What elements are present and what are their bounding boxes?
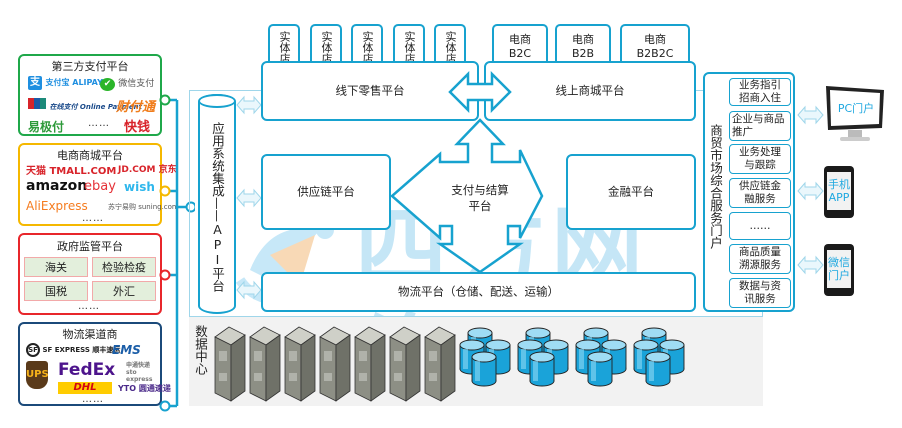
device-label: 微信门户 [828, 256, 850, 282]
gov-cell-customs: 海关 [24, 257, 88, 277]
server-icon [284, 326, 316, 402]
gov-cell-inspection: 检验检疫 [92, 257, 156, 277]
database-cluster [575, 327, 627, 387]
sto-logo: 申通快递 sto express [126, 362, 153, 383]
double-arrow-icon [236, 188, 262, 208]
service-item: 业务处理与跟踪 [729, 144, 791, 174]
database-icon [645, 351, 671, 387]
ems-logo: EMS [112, 343, 141, 357]
data-center-equipment [214, 326, 685, 402]
central-arrows [390, 70, 544, 274]
device-label: PC门户 [837, 102, 875, 115]
double-arrow-icon [797, 105, 824, 125]
database-icon [471, 351, 497, 387]
yto-logo: YTO 圆通速递 [118, 384, 171, 393]
double-arrow-icon [448, 70, 512, 114]
server-icon [214, 326, 246, 402]
unionpay-online-logo: 在线支付 Online Payment [28, 98, 142, 112]
more-dots: …… [88, 118, 110, 129]
wish-logo: wish [124, 180, 155, 194]
more-dots: …… [82, 394, 104, 405]
offline-retail-platform: 线下零售平台 [261, 61, 479, 121]
data-center-label: 数据中心 [193, 325, 208, 375]
database-cluster [517, 327, 569, 387]
wechat-portal-device: 微信门户 [824, 244, 854, 296]
panel-title: 电商商城平台 [57, 149, 123, 162]
server-icon [424, 326, 456, 402]
logistics-platform: 物流平台（仓储、配送、运输） [261, 272, 696, 312]
government-supervision-panel: 政府监管平台 海关 检验检疫 国税 外汇 …… [18, 233, 162, 315]
server-icon [354, 326, 386, 402]
panel-title: 第三方支付平台 [51, 60, 129, 73]
suning-logo: 苏宁易购 suning.com [108, 203, 179, 211]
amazon-logo: amazon [26, 178, 88, 194]
ecommerce-panel: 电商商城平台 天猫 TMALL.COM JD.COM 京东 amazon eba… [18, 143, 179, 226]
server-icon [249, 326, 281, 402]
database-cluster [633, 327, 685, 387]
server-icon [389, 326, 421, 402]
99bill-logo: 快钱 [124, 120, 151, 135]
monitor-icon [826, 86, 884, 141]
service-item: …… [729, 212, 791, 240]
service-item: 数据与资讯服务 [729, 278, 791, 308]
panel-title: 物流渠道商 [62, 328, 118, 341]
ebay-logo: ebay [84, 179, 116, 194]
sf-express-logo: SF SF EXPRESS 顺丰速运 [26, 343, 120, 357]
payment-settlement-label: 支付与结算 平台 [451, 183, 509, 213]
finance-platform: 金融平台 [566, 154, 696, 230]
dhl-logo: DHL [58, 382, 112, 394]
data-center: 数据中心 [189, 316, 763, 406]
database-icon [587, 351, 613, 387]
third-party-payment-panel: 第三方支付平台 支 支付宝 ALIPAY ✔ 微信支付 在线支付 Online … [18, 54, 162, 136]
phone-screen [827, 172, 851, 210]
gov-cell-tax: 国税 [24, 281, 88, 301]
service-item: 业务指引招商入住 [729, 78, 791, 106]
ups-logo: UPS [26, 361, 49, 389]
database-icon [529, 351, 555, 387]
double-arrow-icon [797, 255, 824, 275]
left-connector-lines [159, 94, 195, 412]
fedex-logo: FedEx [58, 360, 116, 380]
service-item: 商品质量溯源服务 [729, 244, 791, 274]
panel-title: 政府监管平台 [57, 240, 123, 253]
logistics-carriers-panel: 物流渠道商 SF SF EXPRESS 顺丰速运 EMS UPS FedEx 申… [18, 322, 171, 406]
supply-chain-platform: 供应链平台 [261, 154, 391, 230]
service-item: 供应链金融服务 [729, 178, 791, 208]
jd-logo: JD.COM 京东 [118, 165, 177, 175]
api-platform-label: 应用系统集成——API平台 [210, 122, 225, 292]
online-mall-platform: 线上商城平台 [484, 61, 696, 121]
double-arrow-icon [797, 181, 824, 201]
pc-portal-device: PC门户 [822, 84, 888, 144]
tenpay-logo: 财付通 [116, 100, 156, 115]
more-dots: …… [82, 213, 104, 224]
service-item: 企业与商品推广 [729, 111, 791, 141]
alipay-logo: 支 支付宝 ALIPAY [28, 76, 103, 90]
tmall-logo: 天猫 TMALL.COM [26, 166, 117, 177]
portal-title: 商贸市场综合服务门户 [708, 124, 723, 249]
device-arrows [797, 105, 824, 275]
service-portal: 商贸市场综合服务门户 业务指引招商入住 企业与商品推广 业务处理与跟踪 供应链金… [703, 72, 795, 312]
more-dots: …… [78, 301, 100, 312]
server-icon [319, 326, 351, 402]
phone-screen [827, 250, 851, 288]
yijifu-logo: 易极付 [28, 120, 65, 134]
gov-cell-forex: 外汇 [92, 281, 156, 301]
double-arrow-icon [236, 280, 262, 300]
double-arrow-icon [236, 95, 262, 115]
aliexpress-logo: AliExpress [26, 199, 88, 213]
api-arrows [236, 95, 262, 300]
api-platform-cylinder: 应用系统集成——API平台 [198, 94, 236, 314]
database-cluster [459, 327, 511, 387]
wechat-pay-logo: ✔ 微信支付 [100, 76, 154, 91]
